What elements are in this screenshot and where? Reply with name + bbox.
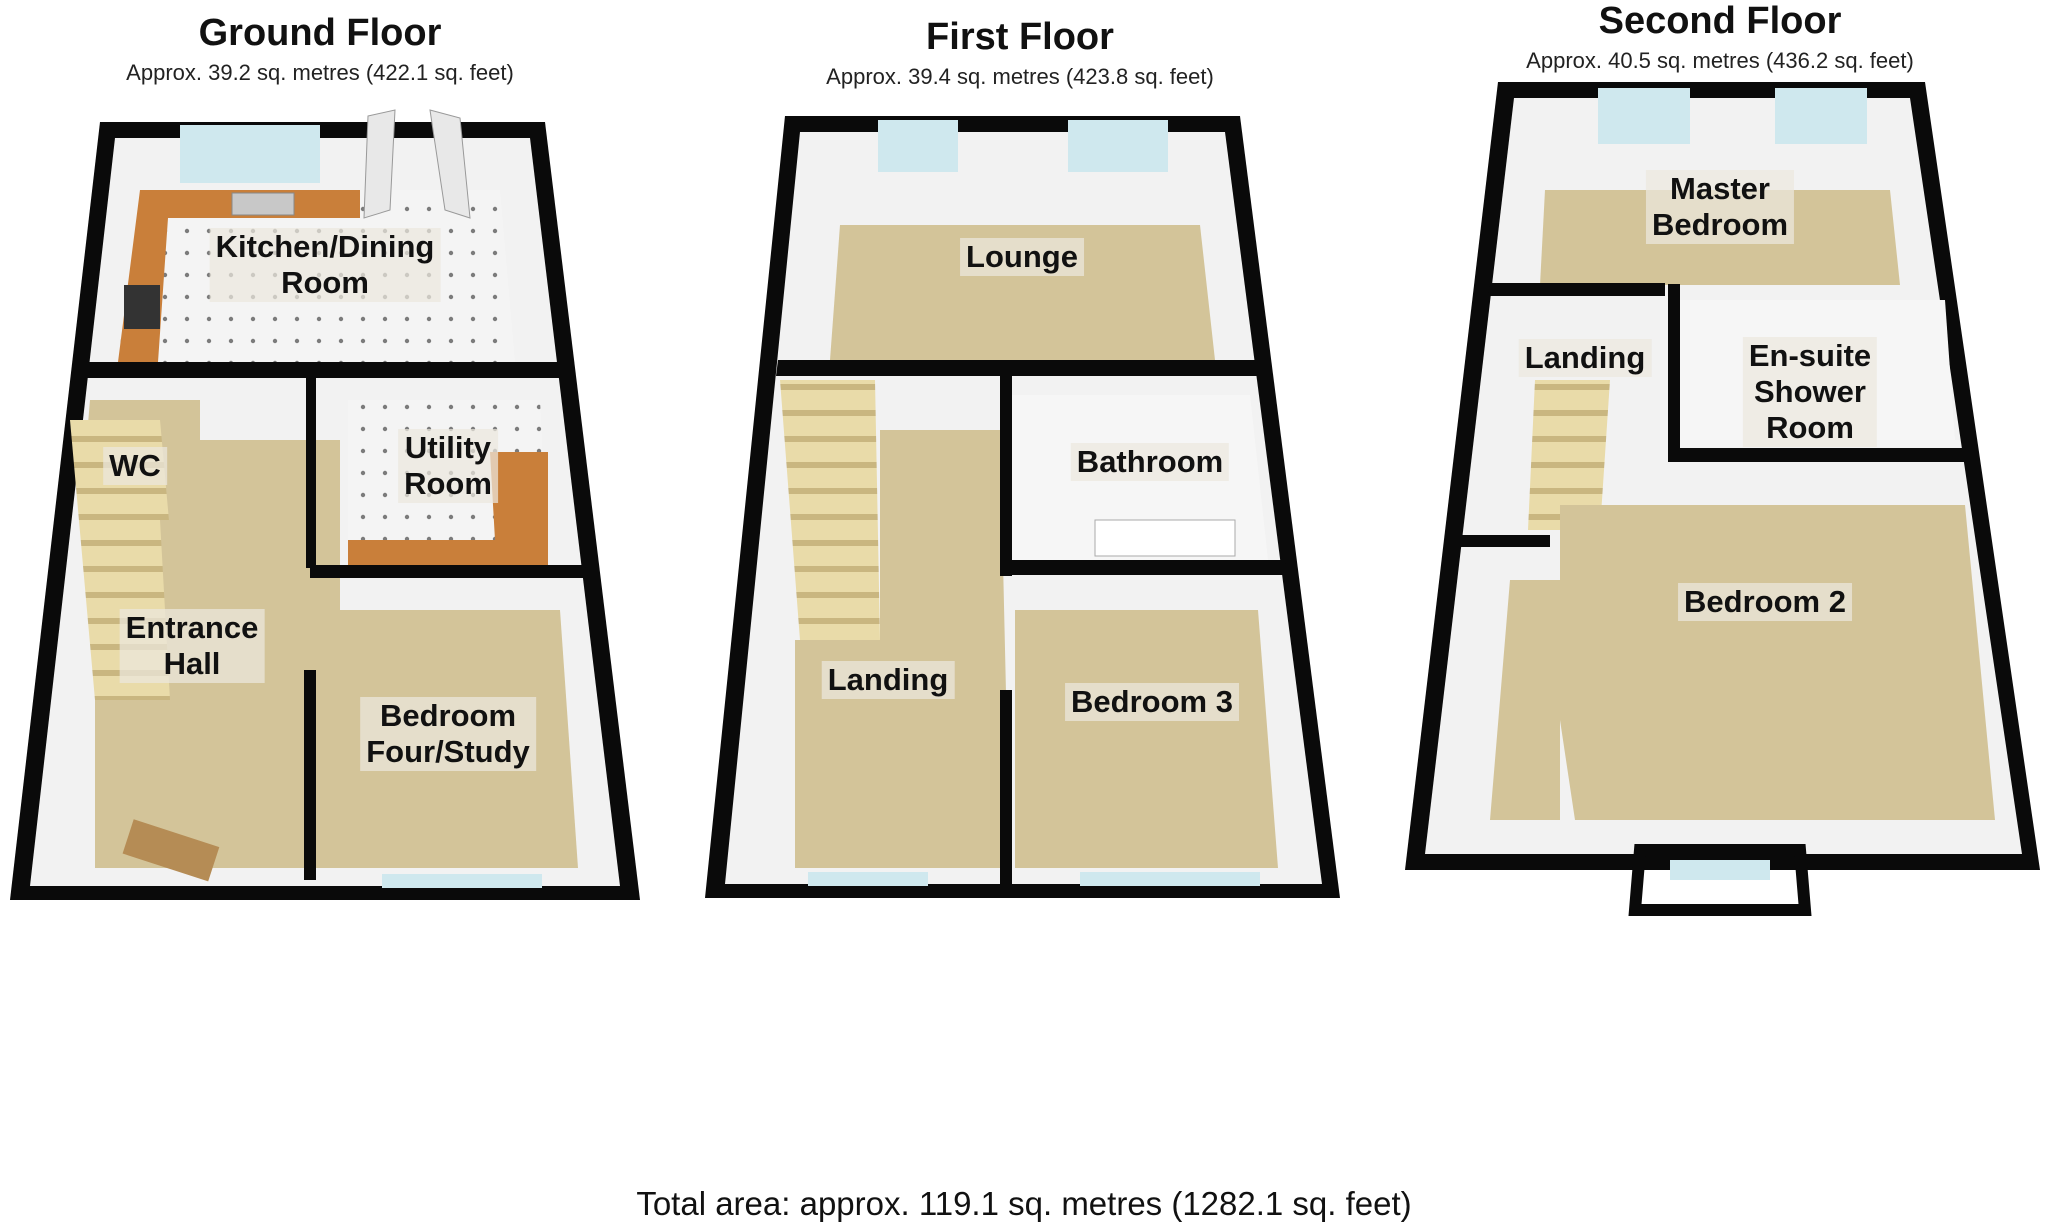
room-label-bedroom-2: Bedroom 2: [1678, 583, 1852, 621]
kitchen-window: [180, 125, 320, 183]
bedroom-four-window: [382, 874, 542, 888]
ground-wall-bedroom: [304, 670, 316, 880]
second-stairs: [1528, 380, 1610, 530]
ground-floor-title: Ground Floor: [198, 12, 442, 54]
ground-wall-utility: [310, 565, 588, 578]
master-window-right: [1775, 88, 1867, 144]
room-label-kitchen-dining: Kitchen/Dining Room: [209, 228, 441, 302]
room-label-utility: Utility Room: [398, 429, 498, 503]
first-wall-bedroom: [1000, 690, 1012, 895]
room-label-lounge: Lounge: [960, 238, 1084, 276]
second-floor-plan: [1405, 82, 2040, 916]
room-label-second-landing: Landing: [1518, 339, 1652, 377]
bedroom-3-window: [1080, 872, 1260, 886]
utility-worktop: [348, 452, 548, 565]
room-label-ensuite: En-suite Shower Room: [1742, 337, 1878, 447]
first-wall-lounge: [776, 360, 1267, 376]
lounge-floor: [830, 225, 1215, 360]
bathroom-bath: [1094, 519, 1236, 557]
lounge-window-left: [878, 120, 958, 172]
first-wall-bathroom: [1008, 560, 1287, 575]
bay-outline: [1628, 844, 1812, 916]
second-wall-ensuite: [1668, 284, 1680, 454]
kitchen-hob: [124, 285, 160, 329]
second-floor-area: Approx. 40.5 sq. metres (436.2 sq. feet): [1526, 48, 1914, 73]
second-wall-left: [1455, 535, 1550, 547]
bedroom-3-floor: [1015, 610, 1278, 868]
master-window-left: [1598, 88, 1690, 144]
first-wall-mid: [1000, 376, 1012, 576]
room-label-master-bedroom: Master Bedroom: [1645, 170, 1795, 244]
room-label-wc: WC: [103, 447, 167, 485]
first-floor-plan: [705, 116, 1340, 898]
ground-floor-area: Approx. 39.2 sq. metres (422.1 sq. feet): [126, 60, 514, 85]
kitchen-door-left: [363, 109, 396, 219]
ground-wall-mid: [306, 378, 316, 568]
second-wall-master: [1488, 283, 1665, 296]
kitchen-sink: [231, 192, 295, 216]
room-label-bedroom-3: Bedroom 3: [1065, 683, 1239, 721]
first-floor-area: Approx. 39.4 sq. metres (423.8 sq. feet): [826, 64, 1214, 89]
second-wall-bedroom2: [1668, 448, 1972, 462]
first-stairs: [780, 380, 880, 640]
front-door: [122, 819, 220, 882]
first-floor-title: First Floor: [926, 16, 1114, 58]
total-area: Total area: approx. 119.1 sq. metres (12…: [636, 1185, 1412, 1222]
room-label-bathroom: Bathroom: [1070, 443, 1230, 481]
second-floor-title: Second Floor: [1598, 0, 1842, 42]
bay-window: [1670, 860, 1770, 880]
landing-window: [808, 872, 928, 886]
kitchen-worktop: [118, 190, 360, 362]
lounge-window-right: [1068, 120, 1168, 172]
landing-floor: [795, 430, 1010, 868]
ground-wall-kitchen: [84, 362, 562, 378]
bedroom-2-floor: [1560, 505, 1995, 820]
room-label-first-landing: Landing: [821, 661, 955, 699]
storage-floor: [1490, 580, 1560, 820]
room-label-bedroom-four: Bedroom Four/Study: [360, 697, 536, 771]
room-label-entrance-hall: Entrance Hall: [119, 609, 265, 683]
kitchen-door-right: [429, 109, 471, 219]
